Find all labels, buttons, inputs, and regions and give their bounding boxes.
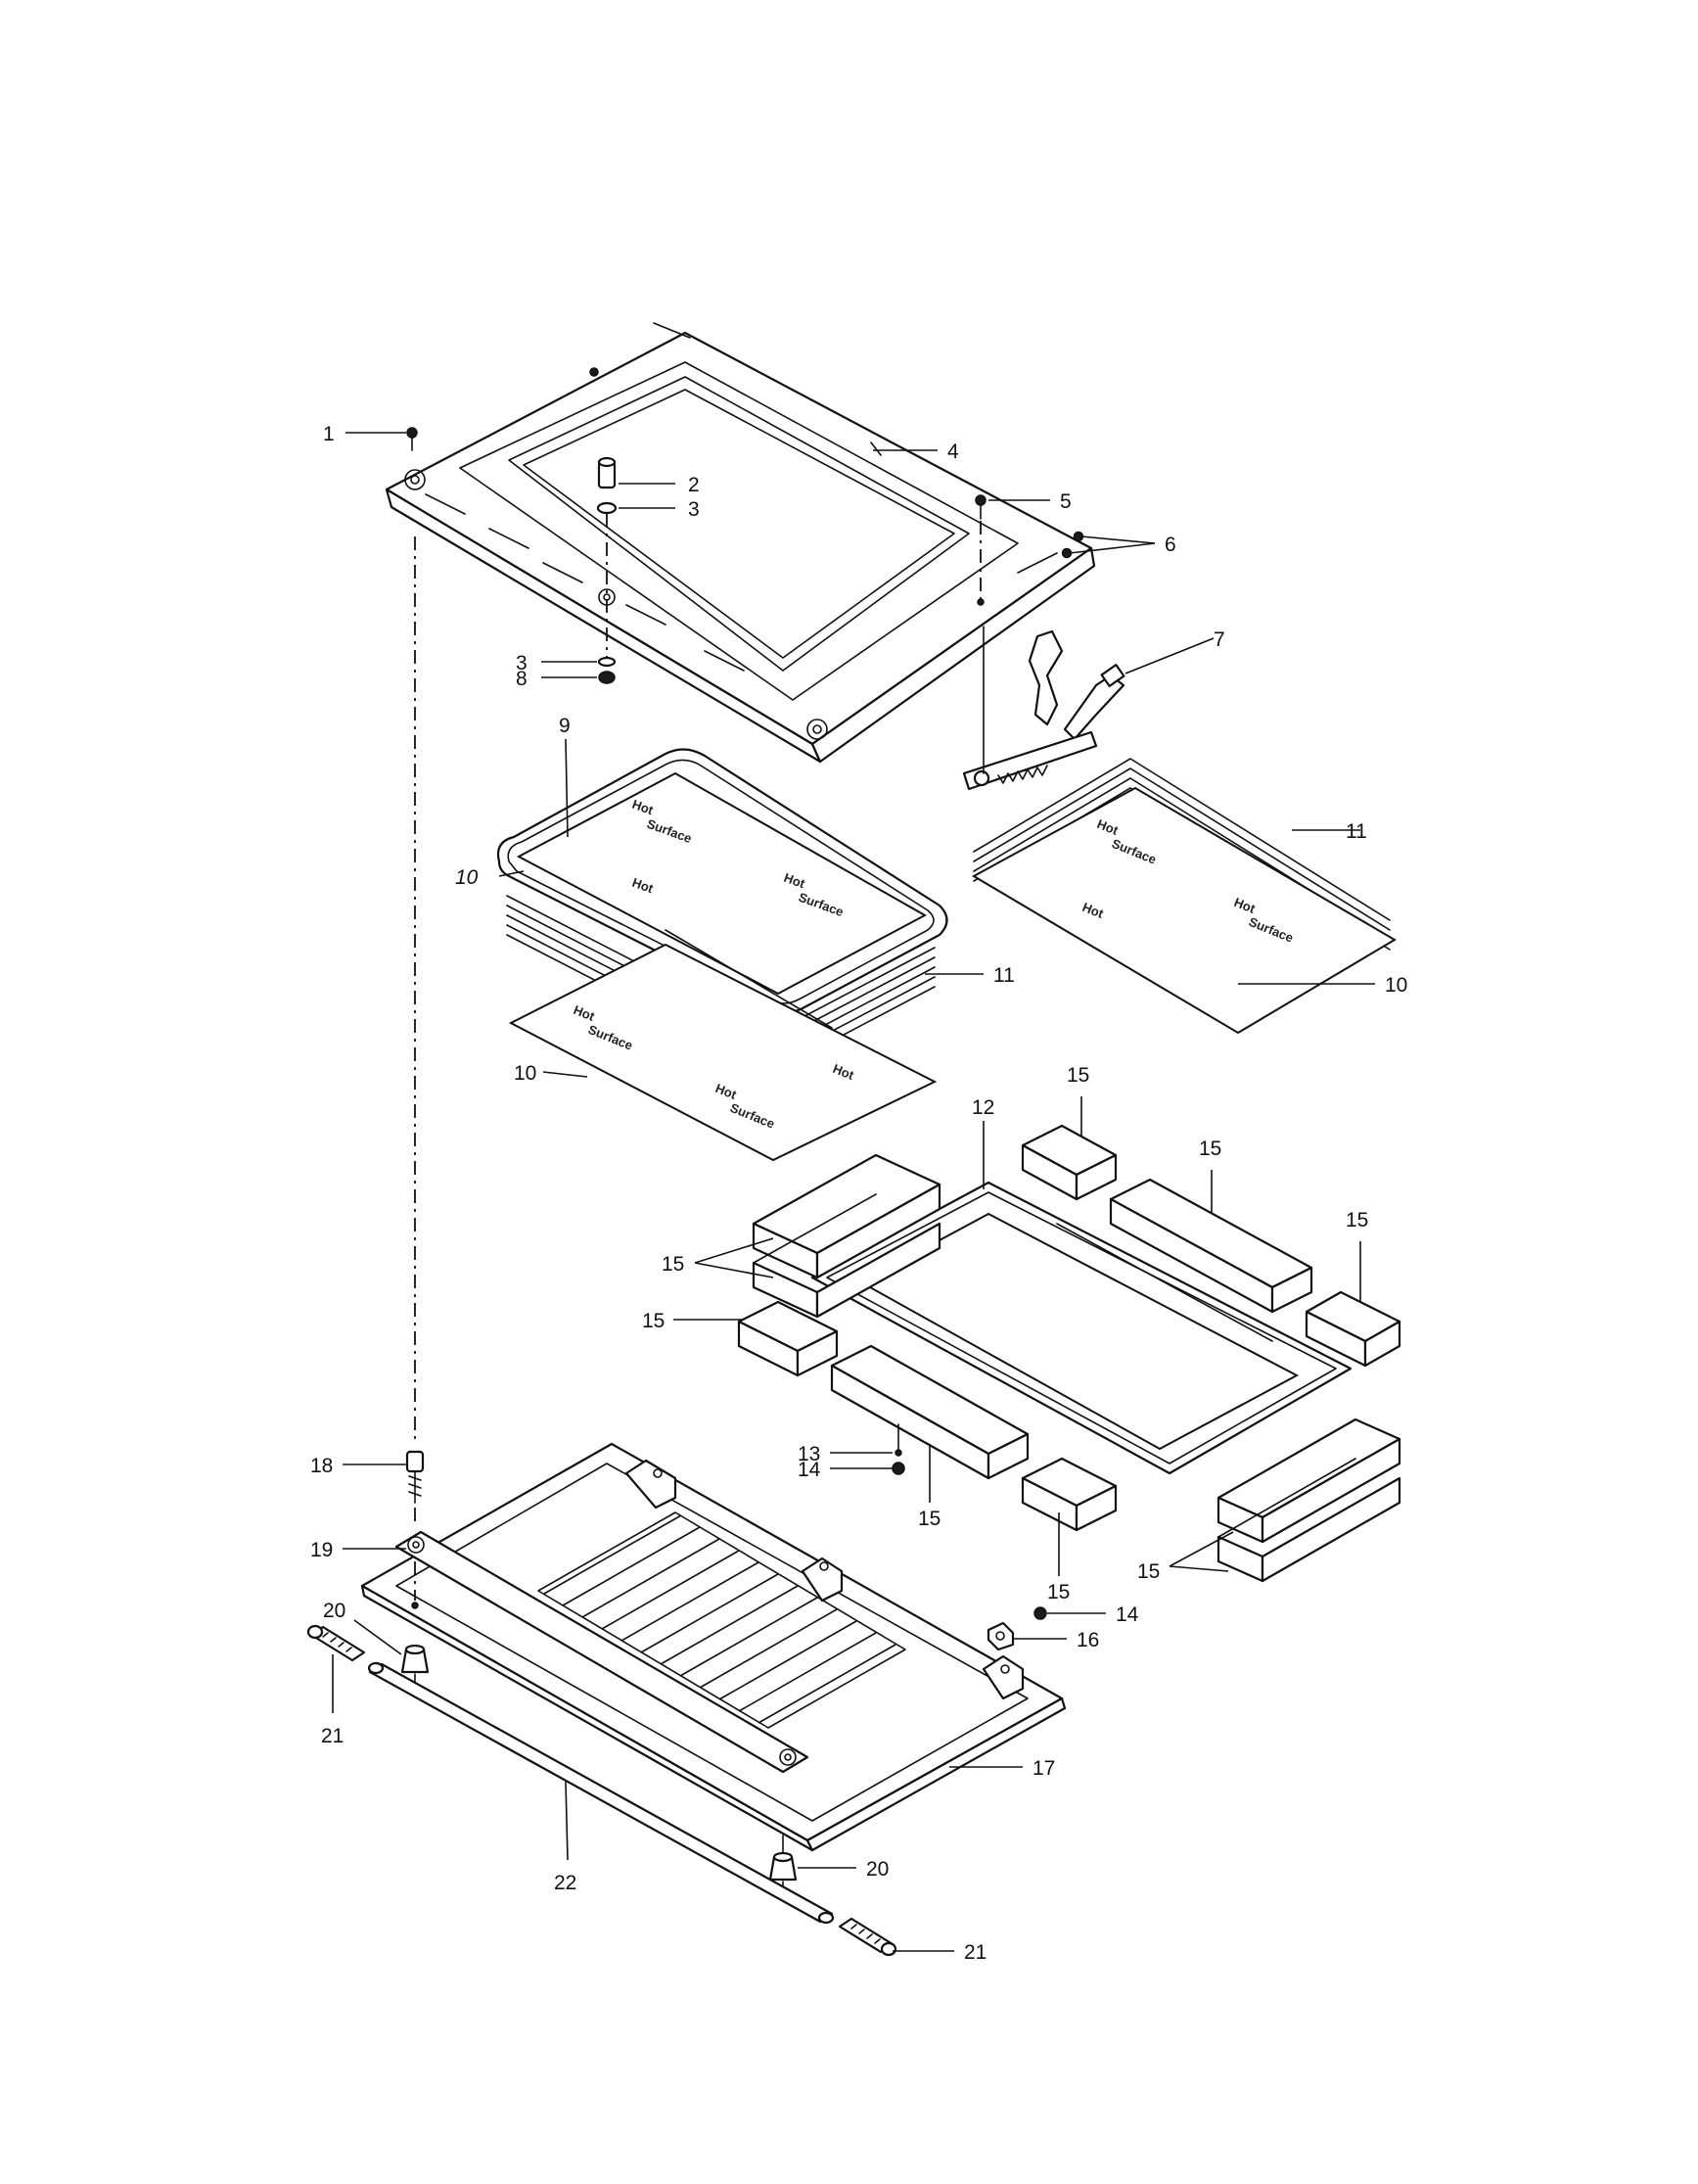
callout-4: 4 [947, 441, 959, 463]
hinge-pin-2 [597, 456, 617, 489]
handle-tube-22 [367, 1661, 835, 1925]
callout-3a: 3 [688, 498, 700, 521]
callout-16: 16 [1077, 1629, 1099, 1651]
callout-15e: 15 [642, 1310, 665, 1332]
svg-text:Hot: Hot [630, 797, 656, 818]
callout-15a: 15 [1067, 1064, 1089, 1087]
callout-3b: 3 [516, 652, 528, 674]
callout-22: 22 [554, 1872, 576, 1894]
callout-11a: 11 [1346, 820, 1367, 843]
insulation-block-15-top-small [1021, 1124, 1118, 1201]
callout-numbers: 1 2 3 4 5 6 3 8 7 9 10 11 10 11 10 12 15… [310, 423, 1407, 1964]
handle-bracket-19 [394, 1530, 809, 1774]
callout-15f: 15 [918, 1508, 941, 1530]
bracket-16 [987, 1621, 1015, 1651]
door-inner-panel-17 [360, 1442, 1067, 1852]
callout-21b: 21 [964, 1941, 987, 1964]
svg-text:Hot: Hot [630, 875, 656, 897]
callout-20b: 20 [866, 1858, 889, 1881]
screw-13 [895, 1423, 902, 1457]
insulation-block-15-left-small [737, 1300, 839, 1377]
callout-9: 9 [559, 715, 571, 737]
ventilation-grid [543, 1514, 896, 1724]
callout-14b: 14 [1116, 1603, 1139, 1626]
screw-21-right [838, 1917, 897, 1957]
washer-3-bottom [597, 656, 617, 668]
callout-21a: 21 [321, 1725, 344, 1747]
washer-3-top [596, 501, 618, 515]
callout-19: 19 [310, 1539, 333, 1561]
callout-7: 7 [1214, 628, 1225, 651]
callout-17: 17 [1033, 1757, 1055, 1780]
nut-8 [598, 671, 616, 684]
callout-1: 1 [323, 423, 335, 445]
nut-14-left [892, 1462, 905, 1475]
callout-10c: 10 [514, 1062, 536, 1085]
insulation-block-15-bottom-small [1021, 1457, 1118, 1532]
callout-8: 8 [516, 668, 528, 690]
leader-lines [332, 432, 1375, 1952]
screw-1 [406, 427, 418, 451]
glass-panel-10-lower: Hot Surface Hot Surface Hot [508, 943, 938, 1162]
callout-10a: 10 [455, 866, 479, 889]
inner-door-frame-12 [810, 1181, 1353, 1475]
callout-15b: 15 [1199, 1138, 1221, 1160]
end-cap-20-left [400, 1644, 430, 1690]
svg-text:Hot: Hot [782, 870, 807, 892]
callout-5: 5 [1060, 490, 1072, 513]
hinge-assembly-7 [962, 626, 1125, 791]
insulation-block-15-top-long [1109, 1178, 1313, 1314]
insulation-block-15-lower-right [1216, 1417, 1401, 1544]
screw-21-left [306, 1624, 366, 1662]
callout-15c: 15 [1346, 1209, 1368, 1231]
callout-14a: 14 [798, 1459, 821, 1481]
glass-panel-10-upper: Hot Surface Hot Hot Surface [516, 771, 928, 996]
callout-15g: 15 [1047, 1581, 1070, 1603]
callout-11b: 11 [993, 964, 1015, 987]
insulation-block-15-right-small [1305, 1290, 1401, 1368]
insulation-block-15-bottom-long [830, 1344, 1030, 1480]
callout-15h: 15 [1137, 1560, 1160, 1583]
callout-15d: 15 [662, 1253, 684, 1276]
callout-12: 12 [972, 1096, 994, 1119]
door-outer-panel [385, 322, 1096, 764]
callout-10b: 10 [1385, 974, 1407, 997]
callout-6: 6 [1165, 534, 1176, 556]
glass-panel-10-right: Hot Surface Hot Hot Surface [971, 786, 1397, 1035]
stud-18 [405, 1450, 425, 1504]
nut-14-right [1033, 1606, 1047, 1620]
screw-5 [975, 494, 987, 520]
callout-18: 18 [310, 1455, 333, 1477]
callout-20a: 20 [323, 1600, 345, 1622]
callout-13: 13 [798, 1443, 820, 1465]
callout-2: 2 [688, 474, 700, 496]
insulation-block-15-lower-right-2 [1216, 1458, 1401, 1583]
insulation-block-15-upper-left [752, 1153, 941, 1279]
